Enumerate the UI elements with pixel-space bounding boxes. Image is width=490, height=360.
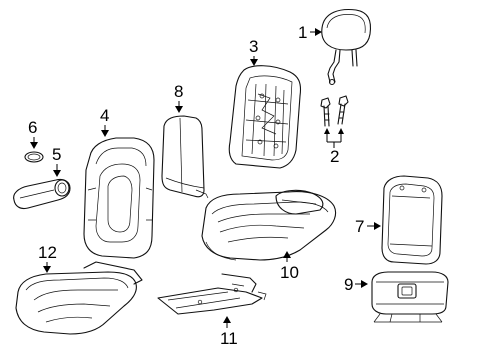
part-under-seat-tray [157,273,267,315]
part-headrest-guides [320,95,349,127]
callout-1: 1 [298,23,307,42]
callout-8: 8 [174,82,183,101]
part-lower-seat-cushion [15,261,143,335]
callout-5: 5 [52,145,61,164]
part-seatback-cover [83,137,155,259]
callout-10: 10 [280,263,299,282]
part-seat-pan-module [371,271,449,323]
part-grommet [24,151,44,163]
callout-7: 7 [355,217,364,236]
callout-12: 12 [38,243,57,262]
callout-3: 3 [249,37,258,56]
callout-6: 6 [28,118,37,137]
part-seatback-frame [228,65,302,169]
part-seat-cushion [201,189,337,261]
part-rear-seatback-panel [381,175,443,265]
callout-2: 2 [330,147,339,166]
part-armrest-trim [13,178,71,210]
callout-4: 4 [100,106,109,125]
part-back-panel [161,115,209,199]
callout-11: 11 [220,329,238,348]
callout-9: 9 [344,275,353,294]
part-headrest [321,8,372,86]
